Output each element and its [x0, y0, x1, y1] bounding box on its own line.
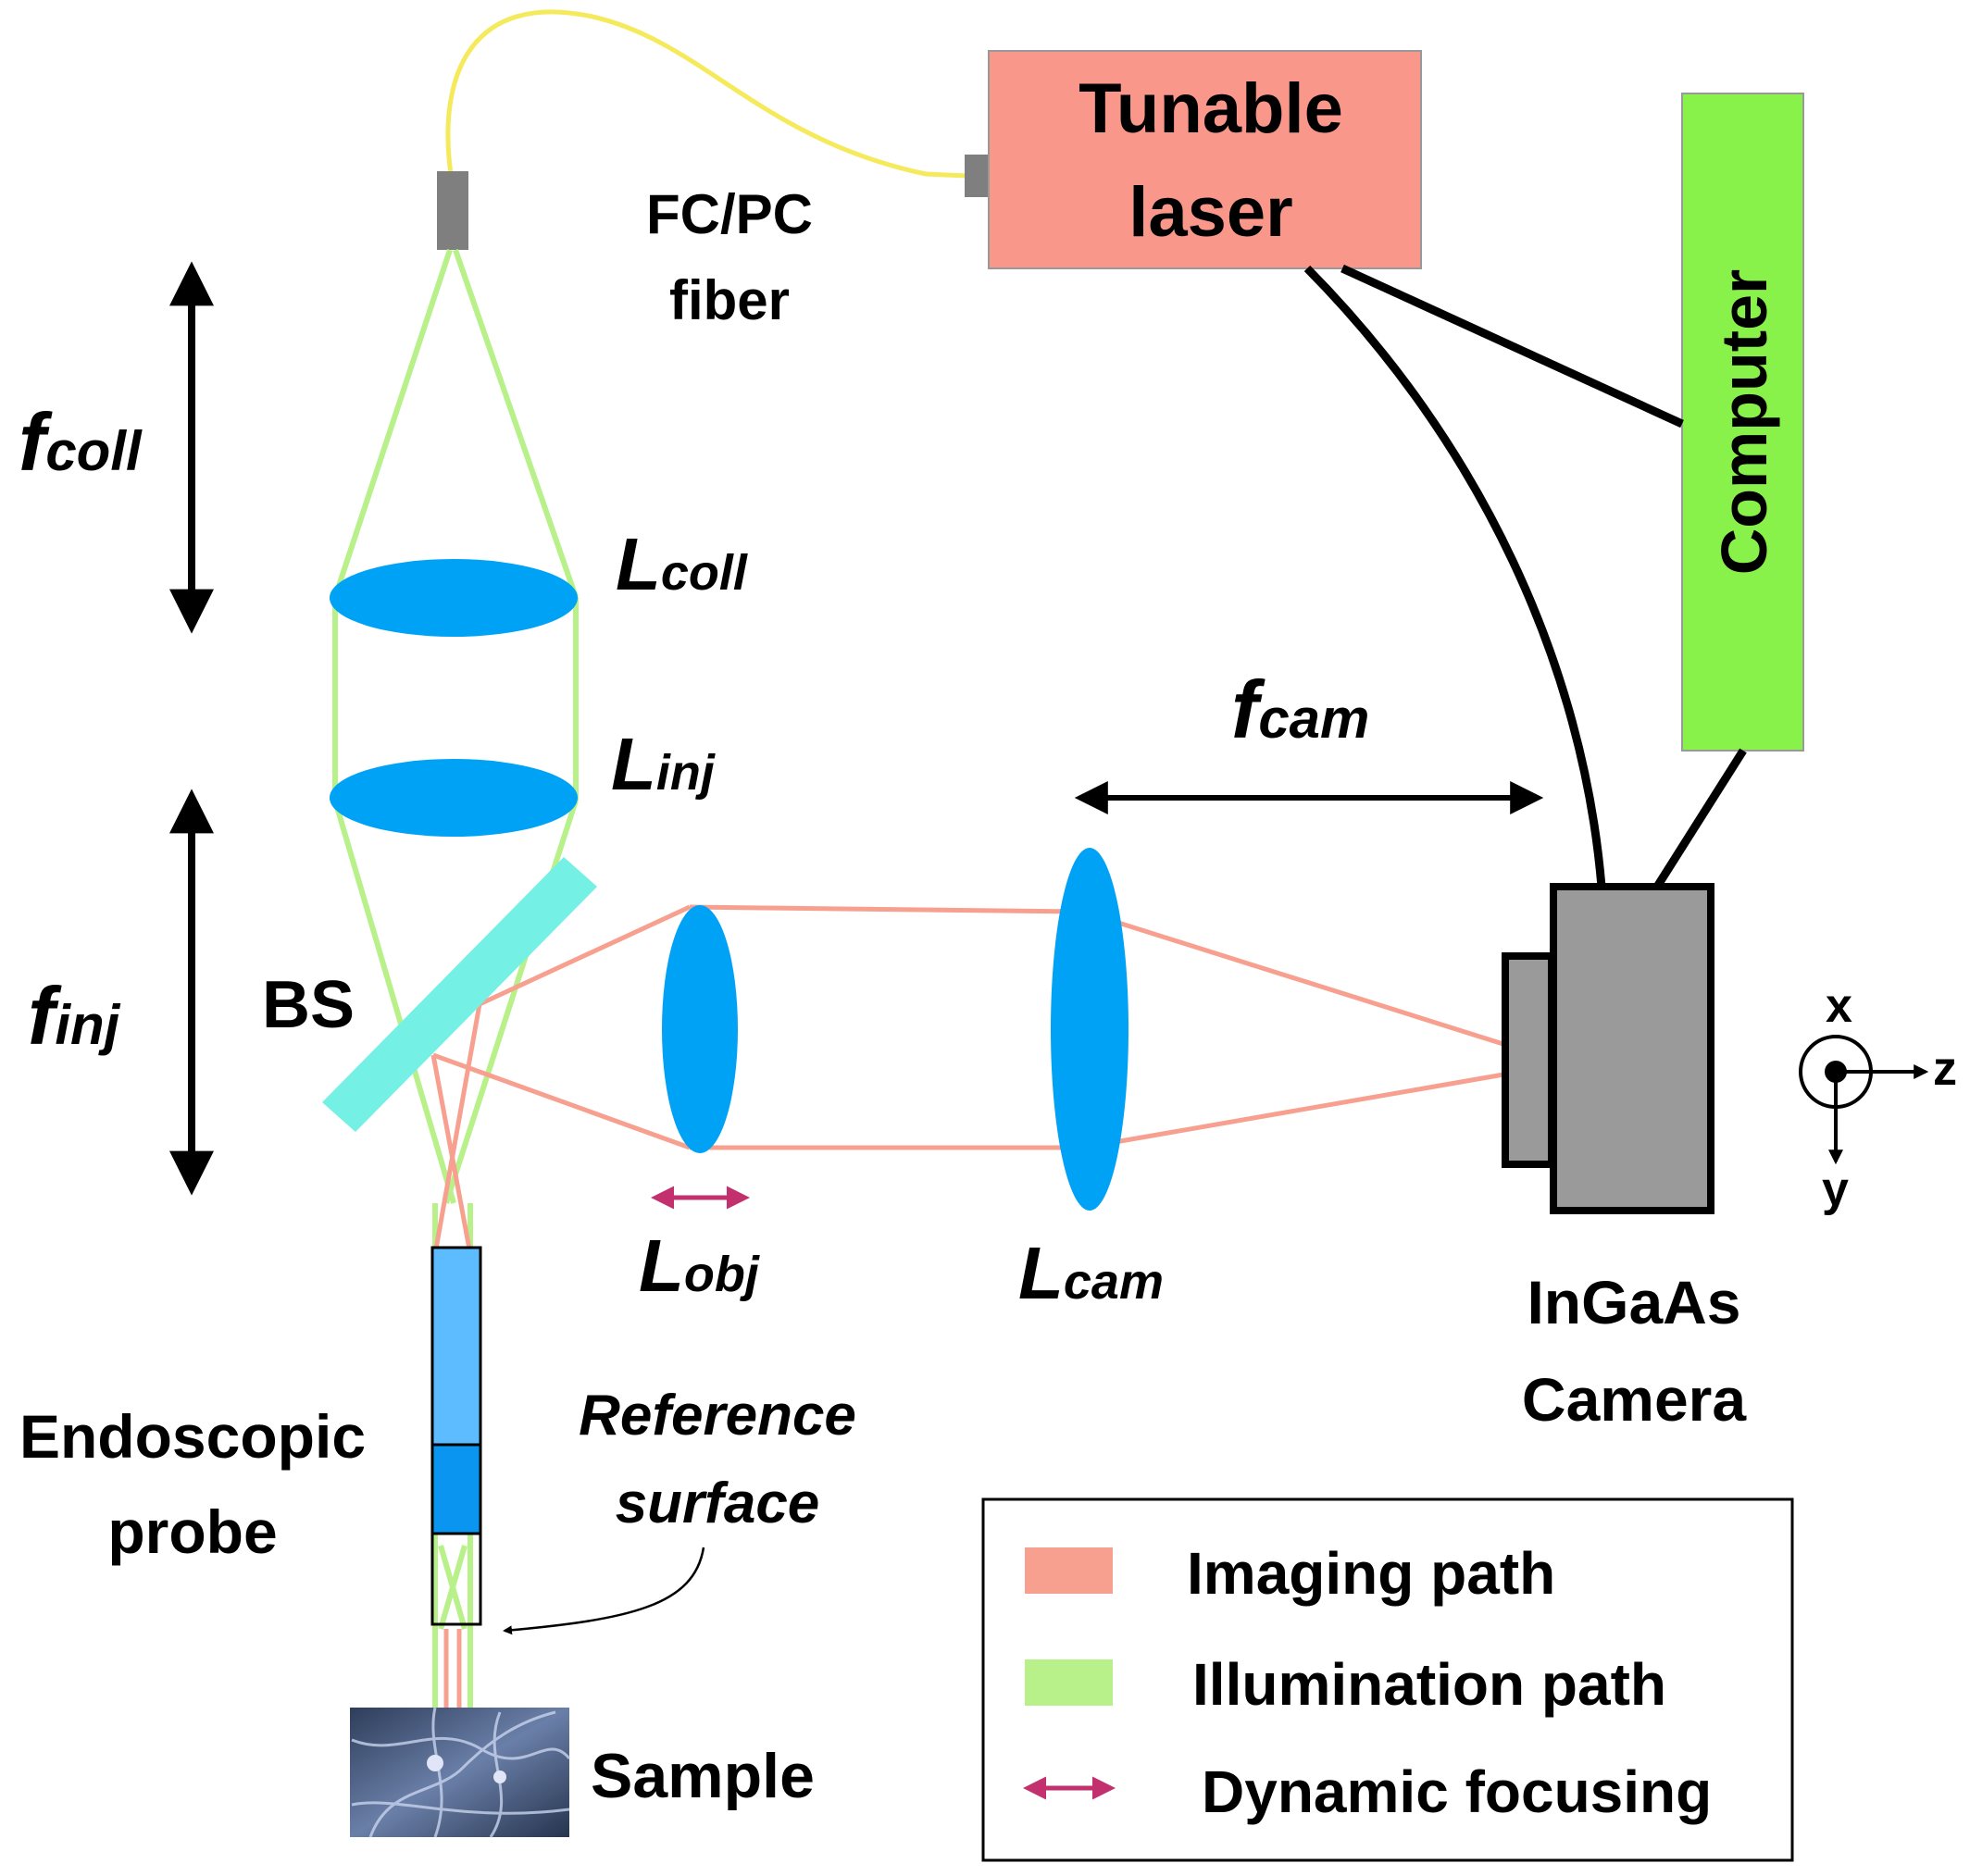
tunable-laser-box: [988, 50, 1422, 269]
axis-y-label: y: [1822, 1162, 1849, 1216]
computer-box: [1681, 93, 1804, 752]
coordinate-axes: x z y: [1799, 979, 1957, 1216]
probe-upper-section: [430, 1246, 482, 1447]
sample-image: [350, 1707, 571, 1838]
legend-swatch-illumination: [1025, 1659, 1113, 1706]
legend-box: [981, 1497, 1794, 1862]
camera-body: [1550, 883, 1714, 1214]
computer-label: Computer: [1708, 269, 1780, 576]
l-cam-label: Lcam: [1018, 1232, 1164, 1314]
fiber-label-line2: fiber: [669, 269, 790, 331]
legend-swatch-imaging: [1025, 1547, 1113, 1594]
reference-surface-label-line1: Reference: [579, 1384, 856, 1447]
reference-surface-label-line2: surface: [616, 1472, 820, 1535]
legend-label-imaging: Imaging path: [1187, 1540, 1555, 1607]
legend: Imaging path Illumination path Dynamic f…: [981, 1497, 1794, 1862]
cables: [1303, 264, 1747, 889]
probe-tip: [430, 1532, 482, 1626]
legend-label-illumination: Illumination path: [1192, 1651, 1666, 1718]
fiber-label-line1: FC/PC: [646, 183, 813, 245]
axis-x-label: x: [1826, 979, 1852, 1033]
axis-z-label: z: [1933, 1042, 1957, 1096]
endoscopic-probe-label-line2: probe: [107, 1497, 277, 1566]
reference-surface-arrow: [503, 1547, 705, 1635]
l-coll-label: Lcoll: [616, 523, 748, 605]
l-inj-label: Linj: [611, 723, 716, 805]
lens-inj: [330, 759, 578, 837]
legend-label-dynamic: Dynamic focusing: [1202, 1758, 1712, 1825]
imaging-path: [430, 904, 1510, 1712]
camera-front: [1502, 952, 1555, 1168]
f-cam-label: fcam: [1231, 664, 1369, 755]
lens-coll: [330, 559, 578, 637]
lens-obj: [662, 905, 738, 1153]
sample-label: Sample: [591, 1741, 815, 1811]
lens-cam: [1051, 848, 1128, 1211]
fc-pc-fiber: [445, 9, 968, 181]
camera-label-line1: InGaAs: [1527, 1268, 1740, 1336]
f-inj-label: finj: [28, 970, 121, 1062]
fiber-connector-laser: [965, 155, 991, 197]
beam-splitter-label: BS: [262, 968, 355, 1042]
probe-lower-section: [430, 1443, 482, 1535]
f-coll-label: fcoll: [19, 396, 143, 488]
tunable-laser-label-line2: laser: [1128, 173, 1293, 252]
beam-splitter: [322, 857, 597, 1132]
tunable-laser-label-line1: Tunable: [1079, 69, 1343, 148]
camera-label-line2: Camera: [1522, 1365, 1747, 1434]
fiber-connector-top: [437, 171, 468, 250]
l-obj-label: Lobj: [639, 1224, 760, 1307]
endoscopic-probe-label-line1: Endoscopic: [19, 1402, 366, 1471]
